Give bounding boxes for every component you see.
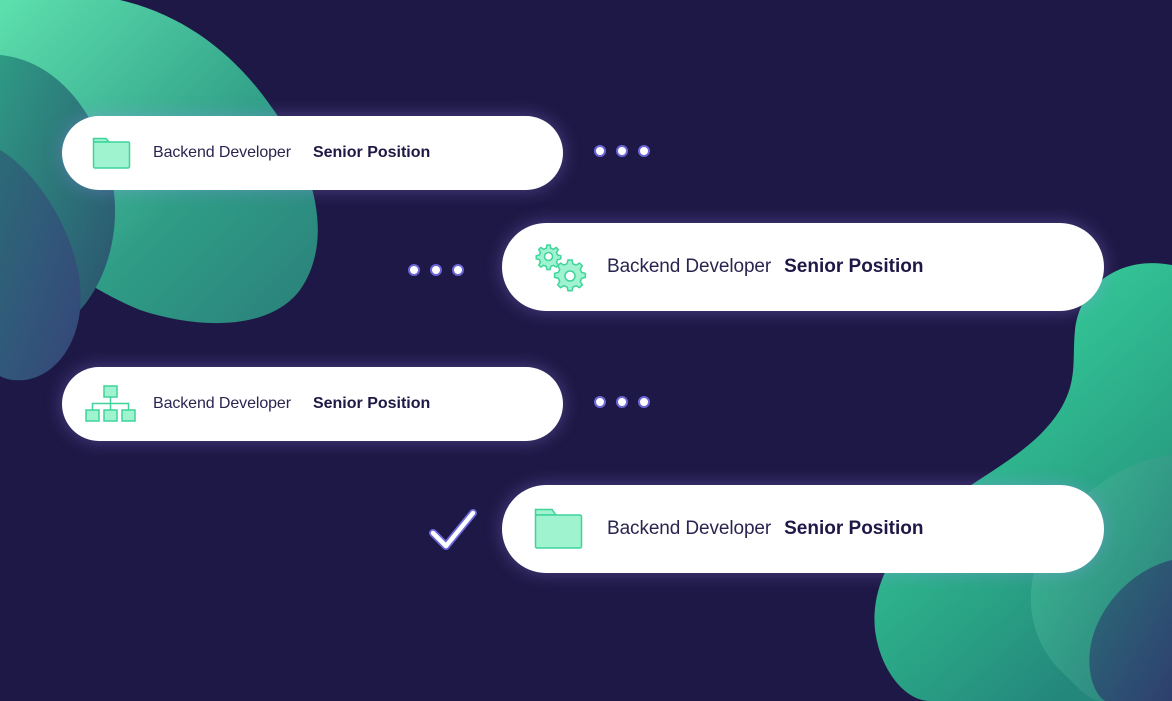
pending-dots-3 [594,396,650,408]
dot [616,145,628,157]
folder-icon [534,507,584,551]
top-left-blob-dark [0,150,81,381]
dot [638,145,650,157]
hierarchy-icon [84,385,138,423]
pending-dots-1 [594,145,650,157]
pending-dots-2 [408,264,464,276]
job-role: Backend Developer [153,395,291,412]
dot [638,396,650,408]
job-card-1[interactable]: Backend Developer Senior Position [62,116,563,190]
dot [594,396,606,408]
job-card-2[interactable]: Backend Developer Senior Position [502,223,1104,311]
job-level: Senior Position [784,256,924,277]
job-level: Senior Position [784,518,924,539]
dot [452,264,464,276]
gears-icon [533,242,591,292]
dot [616,396,628,408]
dot [408,264,420,276]
job-card-3[interactable]: Backend Developer Senior Position [62,367,563,441]
dot [430,264,442,276]
job-level: Senior Position [312,395,431,412]
job-role: Backend Developer [607,256,772,277]
job-role: Backend Developer [153,144,291,161]
job-level: Senior Position [312,144,431,161]
checkmark-icon [429,509,477,550]
dot [594,145,606,157]
folder-icon [92,133,132,173]
job-role: Backend Developer [607,518,772,539]
bottom-right-blob-dark [1089,560,1172,701]
job-card-4[interactable]: Backend Developer Senior Position [502,485,1104,573]
